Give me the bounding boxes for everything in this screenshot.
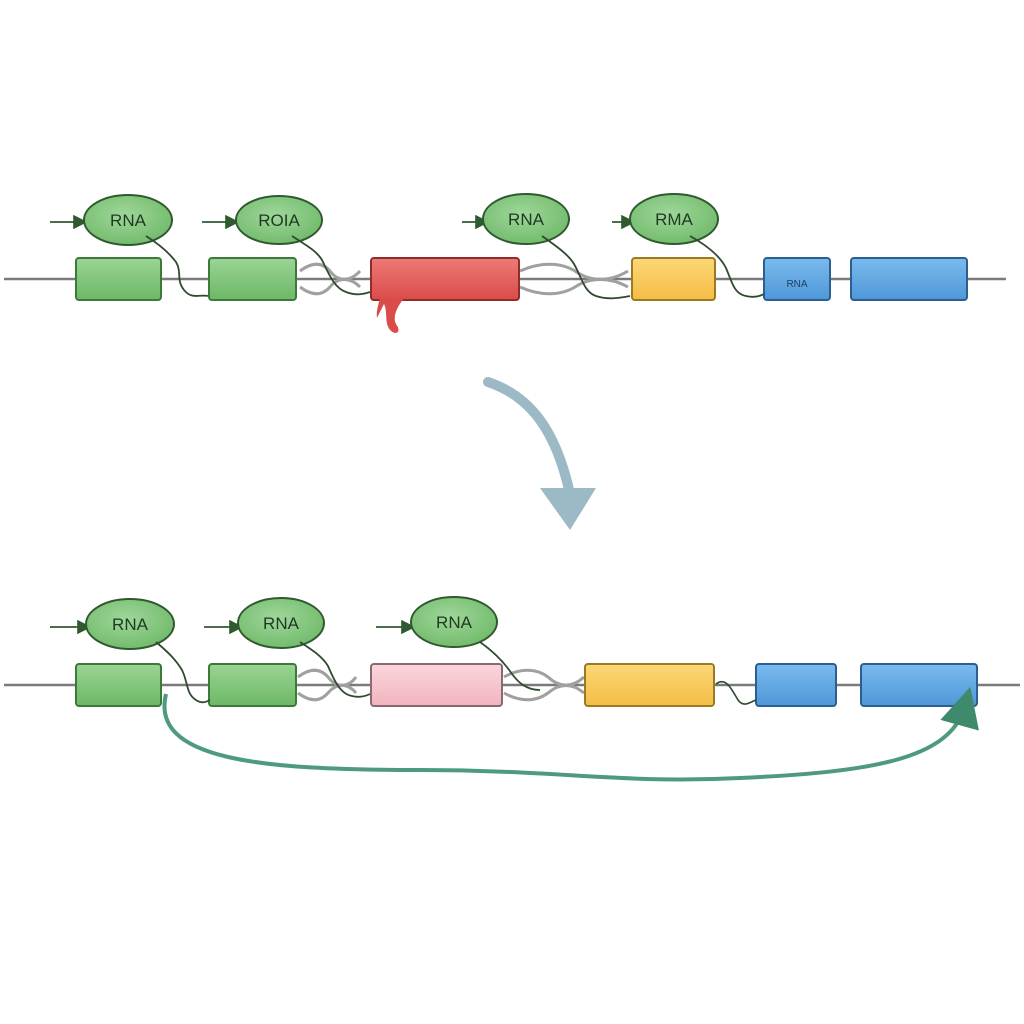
- rna-polymerase-bottom-2: RNA: [204, 597, 371, 698]
- rna-ellipse: [85, 598, 175, 650]
- linker-top-1: [299, 262, 362, 281]
- rna-tail: [145, 235, 209, 297]
- linker-bottom-3: [715, 680, 757, 705]
- exon-blue-2-top: [850, 257, 968, 301]
- exon-pink-bottom: [370, 663, 503, 707]
- linker-bottom-2b: [503, 684, 585, 702]
- top-panel: RNA RNA ROIA RNA RMA: [4, 193, 1006, 333]
- blue-block-label-top: RNA: [786, 279, 807, 290]
- rna-tail: [541, 235, 631, 300]
- rna-polymerase-top-4: RMA: [612, 193, 765, 298]
- red-drip-icon: [376, 298, 404, 333]
- bottom-panel: RNA RNA RNA: [4, 596, 1020, 782]
- rna-polymerase-top-1: RNA: [50, 194, 209, 297]
- exon-green-1-bottom: [75, 663, 162, 707]
- linker-top-2b: [519, 278, 629, 296]
- exon-red-top: [370, 257, 520, 301]
- rna-tail: [479, 641, 541, 691]
- linker-top-1b: [299, 278, 362, 296]
- exon-yellow-bottom: [584, 663, 715, 707]
- linker-bottom-2: [503, 668, 586, 687]
- curved-down-arrow-icon: [483, 377, 596, 530]
- exon-green-2-bottom: [208, 663, 297, 707]
- rna-ellipse: [83, 194, 173, 246]
- curved-connector-arrow-icon: [162, 686, 979, 782]
- rna-ellipse: [410, 596, 498, 648]
- rna-polymerase-top-3: RNA: [462, 193, 631, 300]
- linker-bottom-1b: [297, 684, 358, 702]
- rna-tail: [155, 641, 211, 704]
- rna-polymerase-bottom-3: RNA: [376, 596, 541, 691]
- exon-green-2-top: [208, 257, 297, 301]
- rna-ellipse: [237, 597, 325, 649]
- rna-polymerase-top-2: ROIA: [202, 195, 371, 296]
- rna-label: RNA: [436, 613, 473, 632]
- rna-label: RNA: [112, 615, 149, 634]
- exon-blue-1-top: [763, 257, 831, 301]
- rna-tail: [689, 235, 765, 298]
- linker-bottom-1: [297, 668, 358, 687]
- rna-label: RNA: [110, 211, 147, 230]
- exon-blue-2-bottom: [860, 663, 978, 707]
- rna-label: ROIA: [258, 211, 300, 230]
- exon-yellow-top: [631, 257, 716, 301]
- rna-label: RNA: [508, 210, 545, 229]
- rna-ellipse: [482, 193, 570, 245]
- exon-blue-1-bottom: [755, 663, 837, 707]
- linker-top-2: [519, 262, 629, 281]
- rna-label: RNA: [263, 614, 300, 633]
- rna-polymerase-bottom-1: RNA: [50, 598, 211, 704]
- rna-label: RMA: [655, 210, 693, 229]
- rna-ellipse: [235, 195, 323, 245]
- rna-tail: [299, 641, 371, 698]
- exon-green-1-top: [75, 257, 162, 301]
- rna-tail: [291, 235, 371, 296]
- rna-ellipse: [629, 193, 719, 245]
